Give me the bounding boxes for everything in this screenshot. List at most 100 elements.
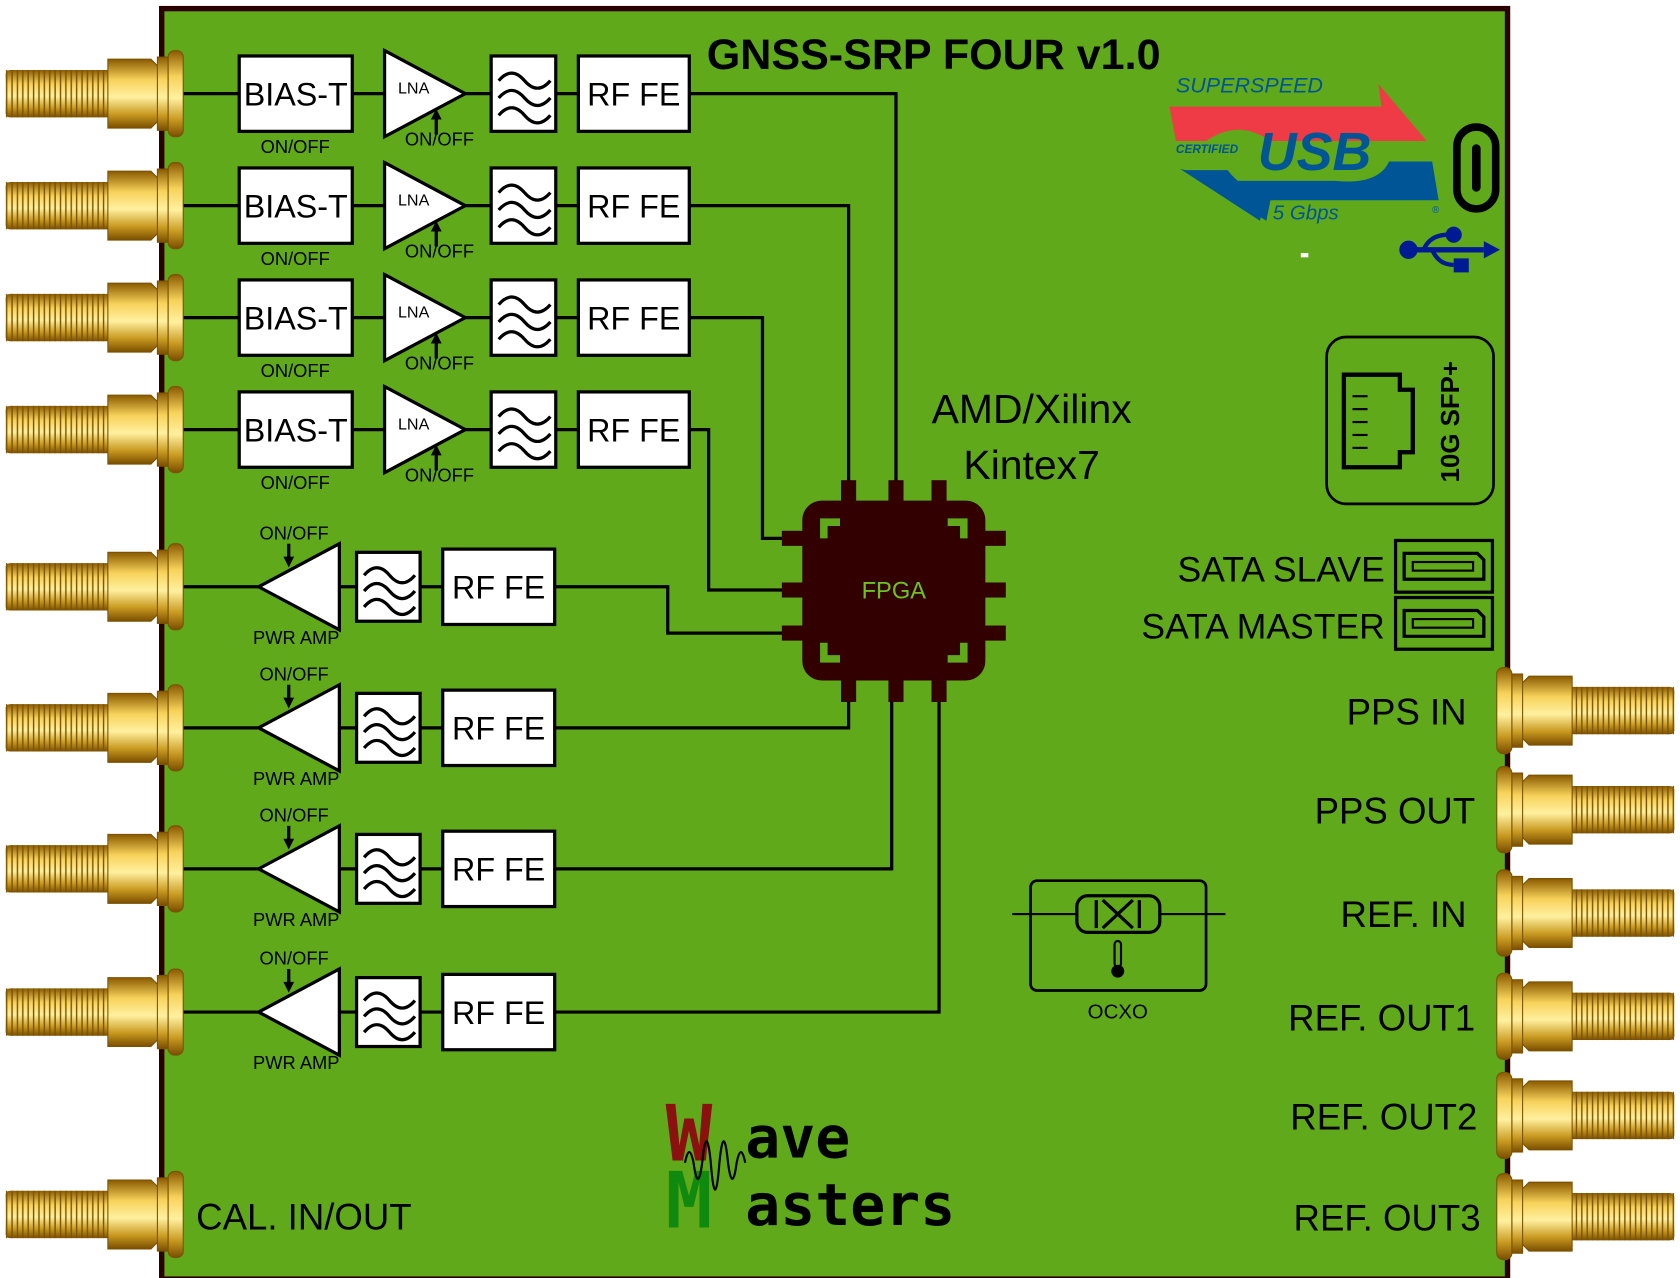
lna-amplifier: [382, 159, 469, 252]
signal-trace: [689, 92, 898, 487]
lna-label: LNA: [398, 416, 430, 434]
lna-control-label: ON/OFF: [405, 352, 474, 373]
rf-frontend-block: [576, 390, 691, 469]
power-amplifier: [255, 541, 341, 633]
ocxo: OCXO: [1012, 879, 1226, 1024]
port-connector[interactable]: [1496, 972, 1675, 1060]
rx-antenna-connector[interactable]: [5, 385, 184, 474]
svg-text:asters: asters: [745, 1171, 955, 1239]
svg-text:CERTIFIED: CERTIFIED: [1176, 142, 1239, 156]
cal-port-connector[interactable]: [5, 1170, 184, 1259]
rf-frontend-block-label: RF FE: [452, 852, 545, 888]
fpga-pin: [781, 625, 808, 641]
bias-tee-control-label: ON/OFF: [261, 248, 330, 269]
port-connector[interactable]: [1496, 1173, 1675, 1261]
power-amplifier: [255, 823, 341, 915]
svg-text:5 Gbps: 5 Gbps: [1273, 202, 1339, 225]
amp-label: PWR AMP: [253, 627, 339, 648]
svg-text:USB: USB: [1258, 122, 1372, 182]
lna-control-label: ON/OFF: [405, 464, 474, 485]
arrow-icon: [283, 838, 295, 850]
arrow-icon: [430, 220, 442, 232]
wavemasters-logo: W ave M asters: [666, 1090, 956, 1247]
amp-label: PWR AMP: [253, 768, 339, 789]
signal-trace: [554, 585, 803, 635]
tx-antenna-connector[interactable]: [5, 684, 184, 772]
sata-label: SATA MASTER: [1141, 606, 1384, 646]
fpga-pin: [841, 676, 857, 702]
fpga-pin: [841, 480, 857, 507]
indicator-led: [1300, 253, 1309, 258]
cal-port-label: CAL. IN/OUT: [196, 1197, 412, 1238]
port-connector[interactable]: [1496, 869, 1675, 957]
port-label: REF. IN: [1341, 894, 1467, 935]
arrow-icon: [283, 697, 295, 709]
rf-frontend-block: [576, 278, 691, 357]
port-label: REF. OUT1: [1288, 997, 1475, 1038]
svg-text:ave: ave: [745, 1103, 850, 1171]
fpga-pin: [888, 676, 904, 702]
signal-trace: [689, 427, 803, 592]
bias-tee-control-label: ON/OFF: [261, 360, 330, 381]
arrow-icon: [283, 981, 295, 993]
arrow-icon: [430, 332, 442, 344]
arrow-icon: [430, 108, 442, 120]
sata-port[interactable]: SATA MASTER: [1141, 595, 1495, 651]
amp-control-label: ON/OFF: [260, 522, 329, 543]
bias-tee-block-label: BIAS-T: [244, 77, 348, 113]
rf-frontend-block: [441, 829, 557, 909]
bias-tee-control-label: ON/OFF: [261, 136, 330, 157]
ethernet-jack-icon: [1341, 372, 1415, 470]
fpga-family: Kintex7: [963, 442, 1099, 488]
bias-tee-block-label: BIAS-T: [244, 188, 348, 224]
fpga-label: FPGA: [862, 579, 927, 605]
tx-antenna-connector[interactable]: [5, 825, 184, 913]
sata-connector-icon: [1402, 551, 1486, 581]
svg-text:SUPERSPEED: SUPERSPEED: [1176, 74, 1323, 98]
fpga-pin: [931, 676, 947, 702]
bias-tee-block: [237, 390, 354, 469]
tx-antenna-connector[interactable]: [5, 543, 184, 631]
fpga-pin: [979, 625, 1006, 641]
sfp-port[interactable]: 10G SFP+: [1325, 335, 1495, 506]
bandpass-filter-icon: [354, 832, 422, 905]
rf-frontend-block: [441, 972, 557, 1052]
lna-label: LNA: [398, 304, 430, 322]
usb-symbol-icon: [1399, 226, 1500, 273]
rf-frontend-block: [441, 547, 557, 627]
port-label: REF. OUT3: [1294, 1198, 1481, 1239]
fpga-pin: [888, 480, 904, 507]
fpga-pin: [781, 530, 808, 546]
signal-trace: [554, 680, 941, 1014]
signal-trace: [554, 680, 894, 871]
amp-control-label: ON/OFF: [260, 663, 329, 684]
amp-control-label: ON/OFF: [260, 948, 329, 969]
fpga-pin: [781, 582, 808, 598]
svg-text:W: W: [666, 1090, 713, 1180]
tx-antenna-connector[interactable]: [5, 968, 184, 1056]
port-connector[interactable]: [1496, 1071, 1675, 1160]
fpga-vendor: AMD/Xilinx: [932, 386, 1133, 432]
svg-text:®: ®: [1432, 205, 1439, 216]
signal-trace: [689, 204, 851, 487]
lna-control-label: ON/OFF: [405, 128, 474, 149]
arrow-icon: [283, 556, 295, 568]
port-connector[interactable]: [1496, 766, 1675, 854]
port-label: PPS IN: [1347, 692, 1467, 733]
lna-amplifier: [382, 383, 469, 476]
board-title: GNSS-SRP FOUR v1.0: [707, 31, 1161, 79]
fpga-pin: [931, 480, 947, 507]
bias-tee-block: [237, 54, 354, 133]
usb-superspeed-logo: SUPERSPEED CERTIFIED USB 5 Gbps ®: [1169, 74, 1439, 225]
rf-frontend-block-label: RF FE: [587, 188, 680, 224]
arrow-icon: [430, 444, 442, 456]
sata-port[interactable]: SATA SLAVE: [1178, 538, 1495, 594]
rx-antenna-connector[interactable]: [5, 50, 184, 138]
amp-label: PWR AMP: [253, 1052, 339, 1073]
bias-tee-block: [237, 278, 354, 357]
lna-control-label: ON/OFF: [405, 240, 474, 261]
rx-antenna-connector[interactable]: [5, 274, 184, 362]
port-connector[interactable]: [1496, 666, 1675, 755]
rx-antenna-connector[interactable]: [5, 162, 184, 250]
